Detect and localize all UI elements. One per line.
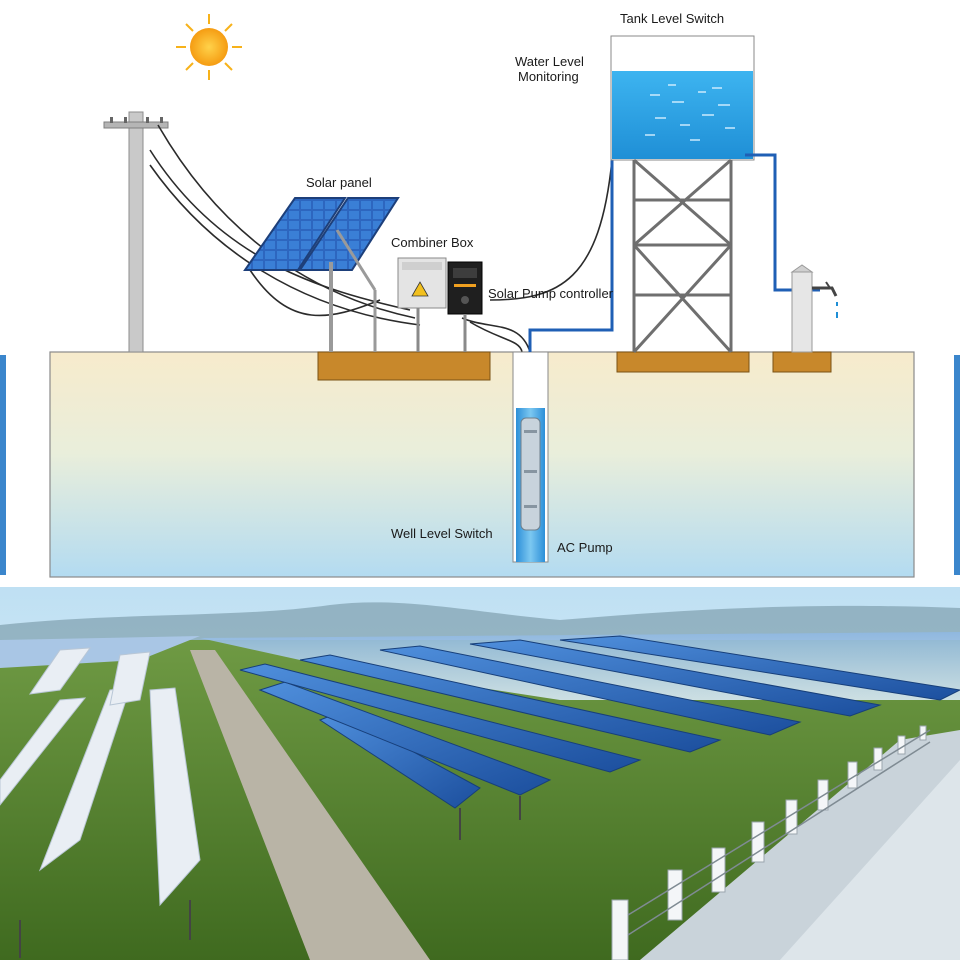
- ground-cross-section: [49, 351, 915, 578]
- water-tank-icon: [610, 35, 755, 354]
- label-tank-level-switch: Tank Level Switch: [620, 11, 724, 26]
- sun-icon: [176, 14, 242, 80]
- utility-pole-icon: [103, 111, 169, 353]
- label-solar-panel: Solar panel: [306, 175, 372, 190]
- combiner-box-icon: [397, 257, 447, 352]
- right-edge-strip: [954, 355, 960, 575]
- faucet-foundation: [772, 351, 832, 373]
- tank-foundation: [616, 351, 750, 373]
- faucet-icon: [790, 264, 838, 353]
- label-water-level-2: Monitoring: [518, 69, 579, 84]
- label-combiner-box: Combiner Box: [391, 235, 474, 250]
- label-well-level-switch: Well Level Switch: [391, 526, 493, 541]
- power-cables: [149, 124, 613, 353]
- label-water-level-1: Water Level: [515, 54, 584, 69]
- label-solar-pump-controller: Solar Pump controller: [488, 286, 614, 301]
- solar-farm-photo: [0, 587, 960, 960]
- controller-icon: [447, 261, 483, 352]
- label-ac-pump: AC Pump: [557, 540, 613, 555]
- submersible-pump-icon: [520, 417, 541, 531]
- solar-panel-icon: [243, 197, 400, 352]
- panel-foundation: [317, 351, 491, 381]
- left-edge-strip: [0, 355, 6, 575]
